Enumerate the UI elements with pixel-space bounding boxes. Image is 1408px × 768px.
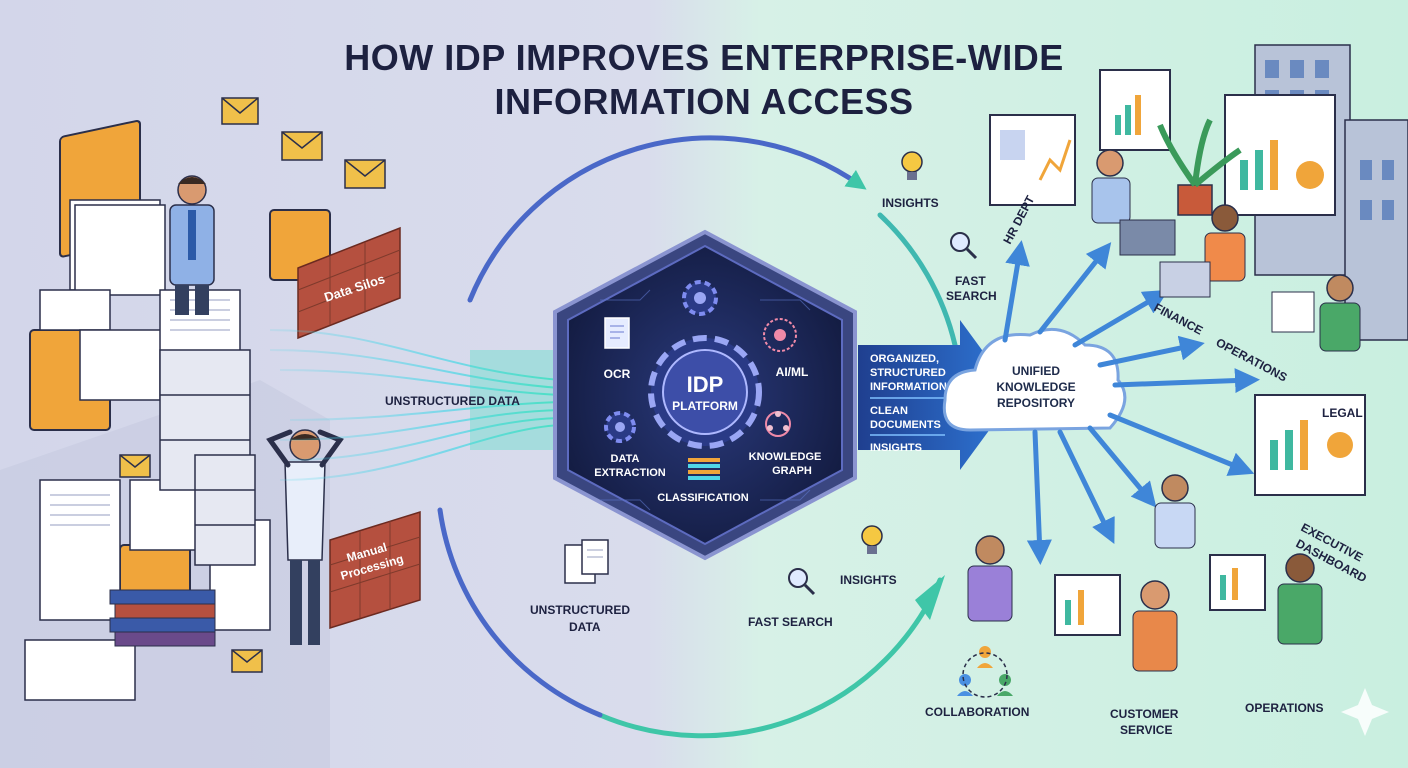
overwhelmed-worker-figure xyxy=(266,429,344,645)
unstructured-document-icon xyxy=(564,539,609,584)
hr-worker-figure xyxy=(1091,149,1176,256)
unstructured-bottom-label-2: DATA xyxy=(569,620,601,634)
ai-brain-icon xyxy=(763,318,797,352)
insights-bulb-icon-top xyxy=(901,151,923,180)
output-label-6: INSIGHTS xyxy=(870,442,922,454)
legal-label: LEGAL xyxy=(1322,406,1363,420)
unstructured-bottom-label-1: UNSTRUCTURED xyxy=(530,603,630,617)
ai-ml-label: AI/ML xyxy=(776,365,809,379)
office-area xyxy=(957,44,1408,736)
output-label-3: INFORMATION xyxy=(870,381,947,393)
fast-search-bottom-label: FAST SEARCH xyxy=(748,615,833,629)
knowledge-graph-icon xyxy=(765,411,791,437)
output-label-4: CLEAN xyxy=(870,405,908,417)
service-worker-figure xyxy=(1154,474,1196,549)
unstructured-data-flow xyxy=(269,329,561,481)
data-extraction-label-1: DATA xyxy=(611,453,640,465)
filing-cabinet-icon xyxy=(159,349,256,566)
customer-service-label-1: CUSTOMER xyxy=(1110,707,1179,721)
dashboard-monitor-icon xyxy=(989,69,1366,496)
collaboration-people-icon xyxy=(957,646,1013,698)
classification-label: CLASSIFICATION xyxy=(657,492,749,504)
data-extraction-label-2: EXTRACTION xyxy=(594,467,666,479)
ocr-label: OCR xyxy=(604,367,631,381)
customer-service-worker-figure xyxy=(1054,574,1178,672)
document-chaos-area: Data Silos Manual Processing xyxy=(0,97,421,768)
sparkle-icon xyxy=(1341,688,1389,736)
insights-top-label: INSIGHTS xyxy=(882,196,939,210)
page-title-line2: INFORMATION ACCESS xyxy=(494,81,914,122)
idp-platform-hexagon: IDP PLATFORM OC xyxy=(553,229,857,561)
output-label-1: ORGANIZED, xyxy=(870,353,939,365)
knowledge-repository-cloud xyxy=(942,327,1127,432)
idp-gear-icon xyxy=(648,335,762,449)
cycle-arrow-head xyxy=(915,575,945,620)
page-title-line1: HOW IDP IMPROVES ENTERPRISE-WIDE xyxy=(344,37,1064,78)
unstructured-data-flow-label: UNSTRUCTURED DATA xyxy=(385,394,520,408)
finance-worker-figure xyxy=(1159,204,1246,298)
repository-label-2: KNOWLEDGE xyxy=(996,380,1075,394)
fast-search-icon-bottom xyxy=(788,568,816,596)
cycle-arc xyxy=(437,135,958,739)
operations-bottom-worker-figure xyxy=(1209,553,1323,645)
operations-worker-figure xyxy=(1271,274,1361,352)
fast-search-icon-top xyxy=(950,232,978,260)
classification-icon xyxy=(688,458,720,480)
operations-top-label: OPERATIONS xyxy=(1214,335,1290,384)
finance-label: FINANCE xyxy=(1152,300,1206,337)
ocr-document-icon xyxy=(604,317,630,349)
output-label-5: DOCUMENTS xyxy=(870,419,941,431)
plant-icon xyxy=(1157,118,1242,216)
insights-bottom-label: INSIGHTS xyxy=(840,573,897,587)
collaboration-label: COLLABORATION xyxy=(925,705,1029,719)
fast-search-top-label-1: FAST xyxy=(955,274,986,288)
stressed-worker-figure xyxy=(169,175,215,315)
operations-bottom-label: OPERATIONS xyxy=(1245,701,1323,715)
repository-label-3: REPOSITORY xyxy=(997,396,1075,410)
data-silos-wall xyxy=(297,226,401,340)
insights-bulb-icon-bottom xyxy=(861,525,883,554)
knowledge-graph-label-1: KNOWLEDGE xyxy=(749,451,822,463)
top-gear-icon xyxy=(682,280,718,316)
binder-stack-icon xyxy=(109,589,216,647)
distribution-arrows xyxy=(1002,240,1260,565)
customer-service-label-2: SERVICE xyxy=(1120,723,1172,737)
paper-stack-icon xyxy=(24,199,271,701)
manual-processing-wall xyxy=(329,510,421,630)
left-gear-icon xyxy=(604,411,636,443)
repository-label-1: UNIFIED xyxy=(1012,364,1060,378)
collaboration-worker-figure xyxy=(967,535,1013,622)
idp-center-label-2: PLATFORM xyxy=(672,399,738,413)
fast-search-top-label-2: SEARCH xyxy=(946,289,997,303)
output-label-2: STRUCTURED xyxy=(870,367,946,379)
structured-output-arrow xyxy=(858,320,1015,470)
knowledge-graph-label-2: GRAPH xyxy=(772,465,812,477)
idp-center-label-1: IDP xyxy=(687,372,724,397)
